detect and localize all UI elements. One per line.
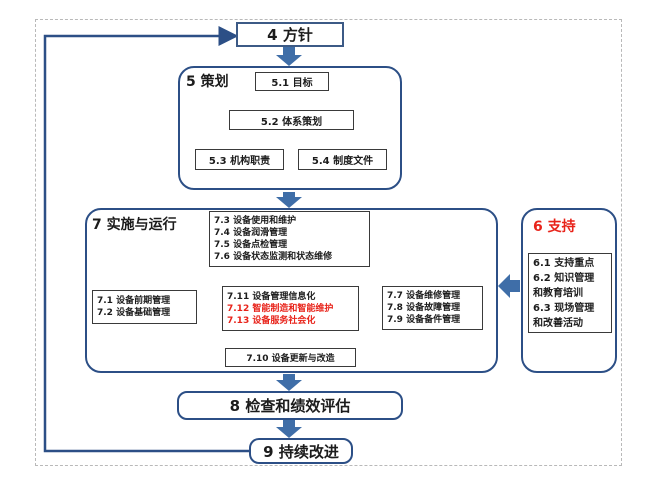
org-duty-box: 5.3 机构职责 <box>195 149 284 170</box>
goal-box: 5.1 目标 <box>255 72 329 91</box>
policy-box: 4 方针 <box>236 22 344 47</box>
right-item: 7.9 设备备件管理 <box>387 315 461 325</box>
upper-item: 7.5 设备点检管理 <box>214 240 288 250</box>
upper-item: 7.3 设备使用和维护 <box>214 216 297 226</box>
upper-item: 7.4 设备润滑管理 <box>214 228 288 238</box>
diagram-frame <box>35 19 622 466</box>
operation-left-box: 7.1 设备前期管理 7.2 设备基础管理 <box>92 290 197 324</box>
support-list-box: 6.1 支持重点 6.2 知识管理 和教育培训 6.3 现场管理 和改善活动 <box>528 253 612 333</box>
operation-title: 7 实施与运行 <box>92 217 177 233</box>
operation-right-box: 7.7 设备维修管理 7.8 设备故障管理 7.9 设备备件管理 <box>382 286 483 330</box>
upper-item: 7.6 设备状态监测和状态维修 <box>214 252 333 262</box>
center-item: 7.13 设备服务社会化 <box>227 315 316 326</box>
support-item: 6.2 知识管理 <box>533 272 595 284</box>
arrow-policy-to-planning <box>276 47 302 66</box>
right-item: 7.8 设备故障管理 <box>387 303 461 313</box>
arrow-check-to-improve <box>276 420 302 438</box>
arrow-operation-to-check <box>276 374 302 391</box>
support-item: 和教育培训 <box>533 287 583 299</box>
support-title: 6 支持 <box>533 219 576 235</box>
rules-docs-box: 5.4 制度文件 <box>298 149 387 170</box>
center-item: 7.11 设备管理信息化 <box>227 291 316 302</box>
planning-title: 5 策划 <box>186 74 229 90</box>
feedback-loop-arrow <box>43 26 249 453</box>
operation-bottom-box: 7.10 设备更新与改造 <box>225 348 356 367</box>
support-item: 6.1 支持重点 <box>533 257 595 269</box>
check-box: 8 检查和绩效评估 <box>177 391 403 420</box>
left-item: 7.2 设备基础管理 <box>97 308 171 318</box>
improve-box: 9 持续改进 <box>249 438 353 464</box>
operation-upper-box: 7.3 设备使用和维护 7.4 设备润滑管理 7.5 设备点检管理 7.6 设备… <box>209 211 370 267</box>
operation-center-box: 7.11 设备管理信息化 7.12 智能制造和智能维护 7.13 设备服务社会化 <box>222 286 359 331</box>
arrow-support-to-operation <box>498 274 520 298</box>
support-item: 和改善活动 <box>533 317 583 329</box>
arrow-planning-to-operation <box>276 192 302 208</box>
support-item: 6.3 现场管理 <box>533 302 595 314</box>
left-item: 7.1 设备前期管理 <box>97 296 171 306</box>
right-item: 7.7 设备维修管理 <box>387 291 461 301</box>
system-planning-box: 5.2 体系策划 <box>229 110 354 130</box>
center-item: 7.12 智能制造和智能维护 <box>227 303 334 314</box>
